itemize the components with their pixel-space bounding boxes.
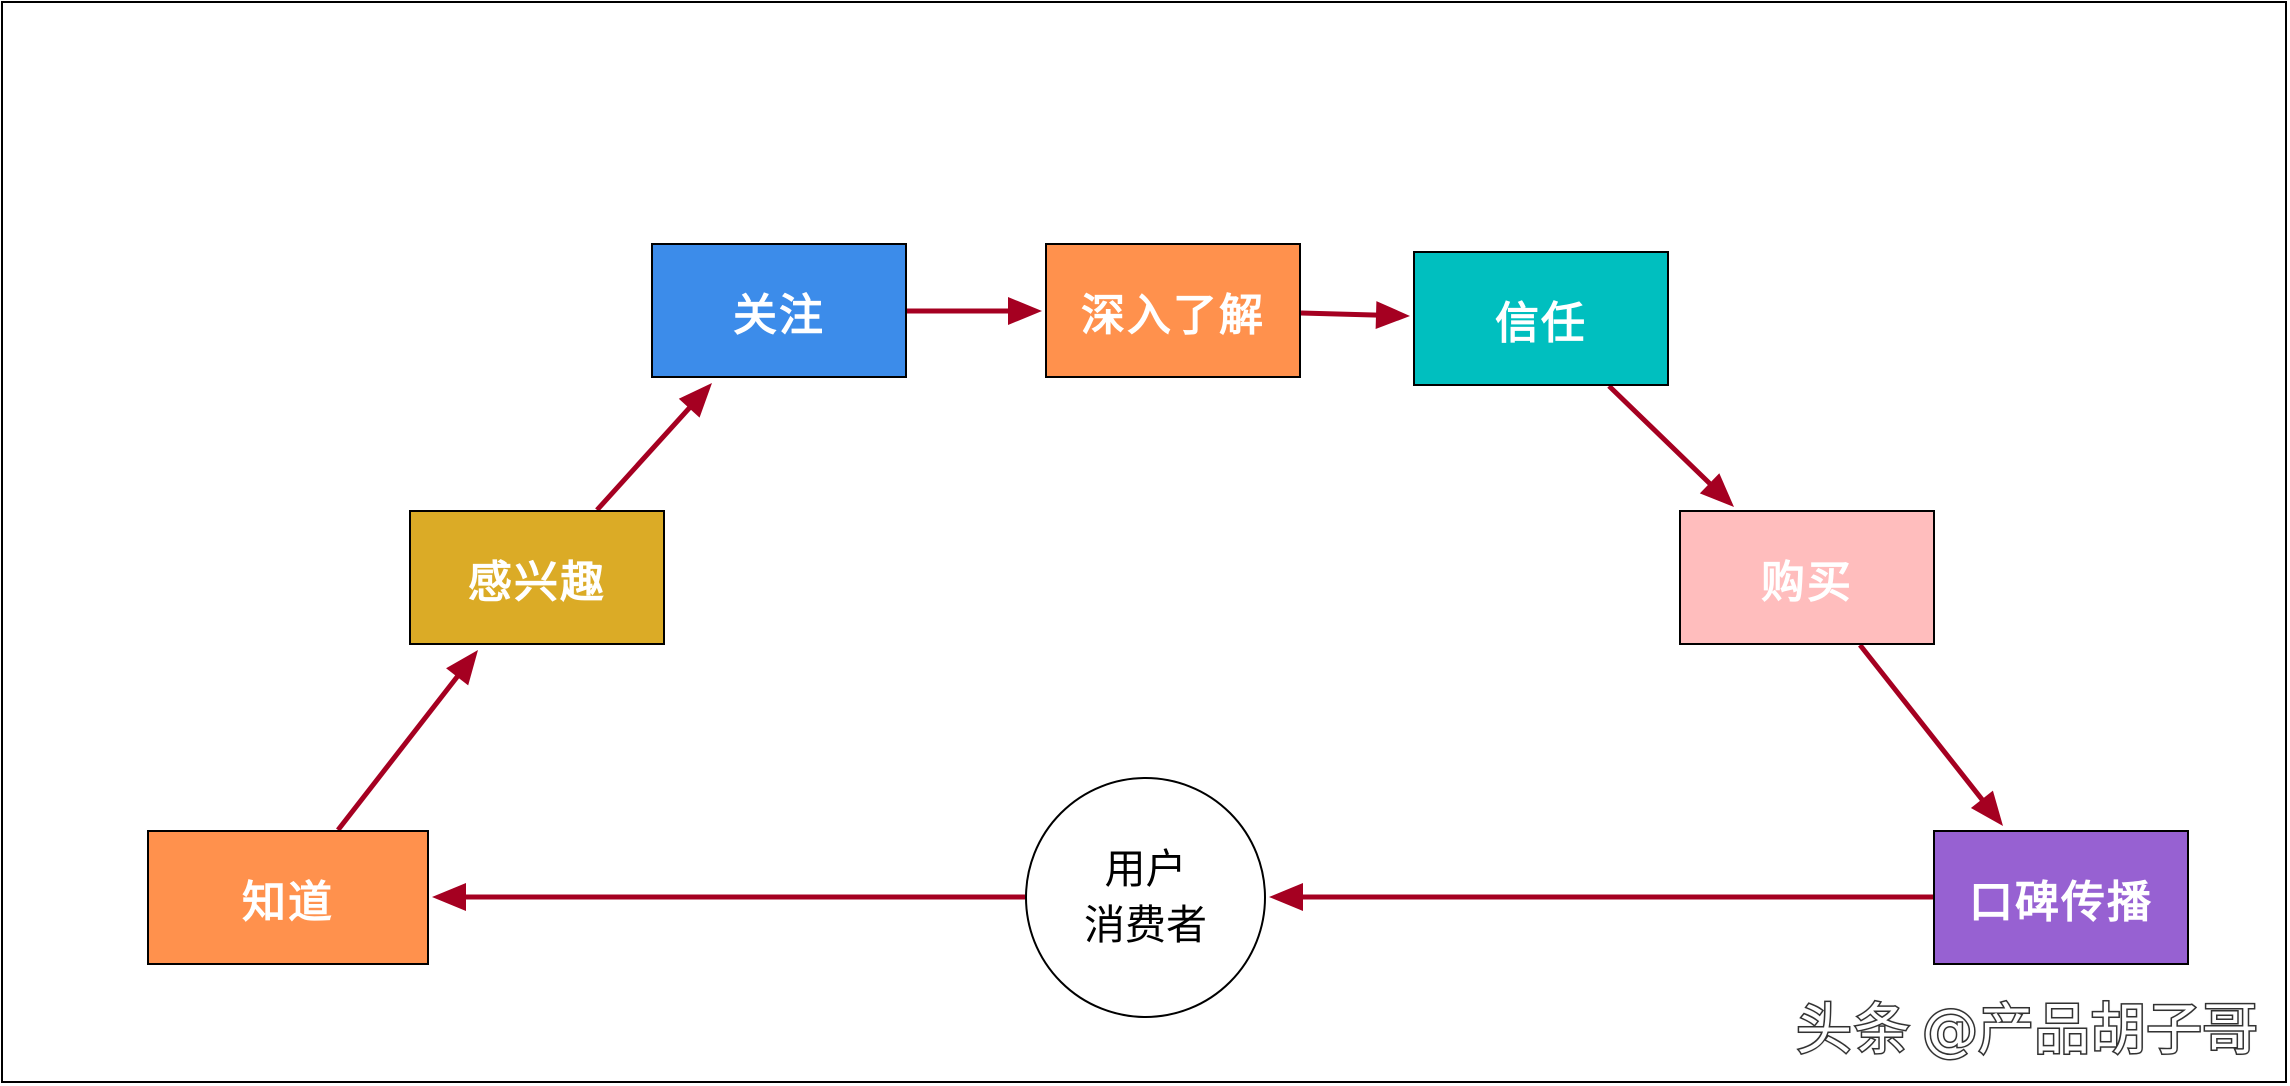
edge-line xyxy=(595,405,693,512)
node-interest: 感兴趣 xyxy=(409,510,665,645)
edge-arrowhead xyxy=(1269,883,1303,911)
edge-user-to-awareness xyxy=(432,883,1025,911)
node-attention-label: 关注 xyxy=(733,289,825,341)
node-understand: 深入了解 xyxy=(1045,243,1301,378)
edge-arrowhead xyxy=(1699,473,1734,507)
edge-word-of-mouth-to-user xyxy=(1269,883,1933,911)
node-trust-label: 信任 xyxy=(1495,297,1587,349)
node-word-of-mouth-label: 口碑传播 xyxy=(1969,876,2153,928)
node-word-of-mouth: 口碑传播 xyxy=(1933,830,2189,965)
edge-arrowhead xyxy=(1970,790,2003,826)
watermark-platform: 头条 xyxy=(1795,997,1912,1065)
edge-awareness-to-interest xyxy=(336,650,478,832)
node-user: 用户 消费者 xyxy=(1025,777,1266,1018)
edge-purchase-to-word-of-mouth xyxy=(1858,643,2003,826)
edge-interest-to-attention xyxy=(595,383,712,512)
edge-attention-to-understand xyxy=(907,297,1042,325)
node-purchase-label: 购买 xyxy=(1761,556,1853,608)
edge-line xyxy=(1858,643,1986,803)
edge-arrowhead xyxy=(1008,297,1042,325)
edge-line xyxy=(1607,384,1713,487)
edge-understand-to-trust xyxy=(1300,301,1410,330)
node-attention: 关注 xyxy=(651,243,907,378)
node-interest-label: 感兴趣 xyxy=(468,556,606,608)
edge-arrowhead xyxy=(432,883,466,911)
edge-arrowhead xyxy=(678,383,712,418)
node-understand-label: 深入了解 xyxy=(1081,289,1265,341)
node-awareness: 知道 xyxy=(147,830,429,965)
edge-line xyxy=(336,673,461,832)
watermark: 头条 @产品胡子哥 xyxy=(1795,985,2260,1066)
edge-line xyxy=(1300,310,1379,318)
node-purchase: 购买 xyxy=(1679,510,1935,645)
node-trust: 信任 xyxy=(1413,251,1669,386)
node-awareness-label: 知道 xyxy=(242,876,334,928)
node-user-line1: 用户 xyxy=(1104,845,1187,894)
node-user-line2: 消费者 xyxy=(1084,900,1207,949)
watermark-handle: @产品胡子哥 xyxy=(1921,997,2260,1065)
edge-arrowhead xyxy=(1375,301,1410,330)
edge-trust-to-purchase xyxy=(1607,384,1734,507)
edge-arrowhead xyxy=(446,650,478,686)
